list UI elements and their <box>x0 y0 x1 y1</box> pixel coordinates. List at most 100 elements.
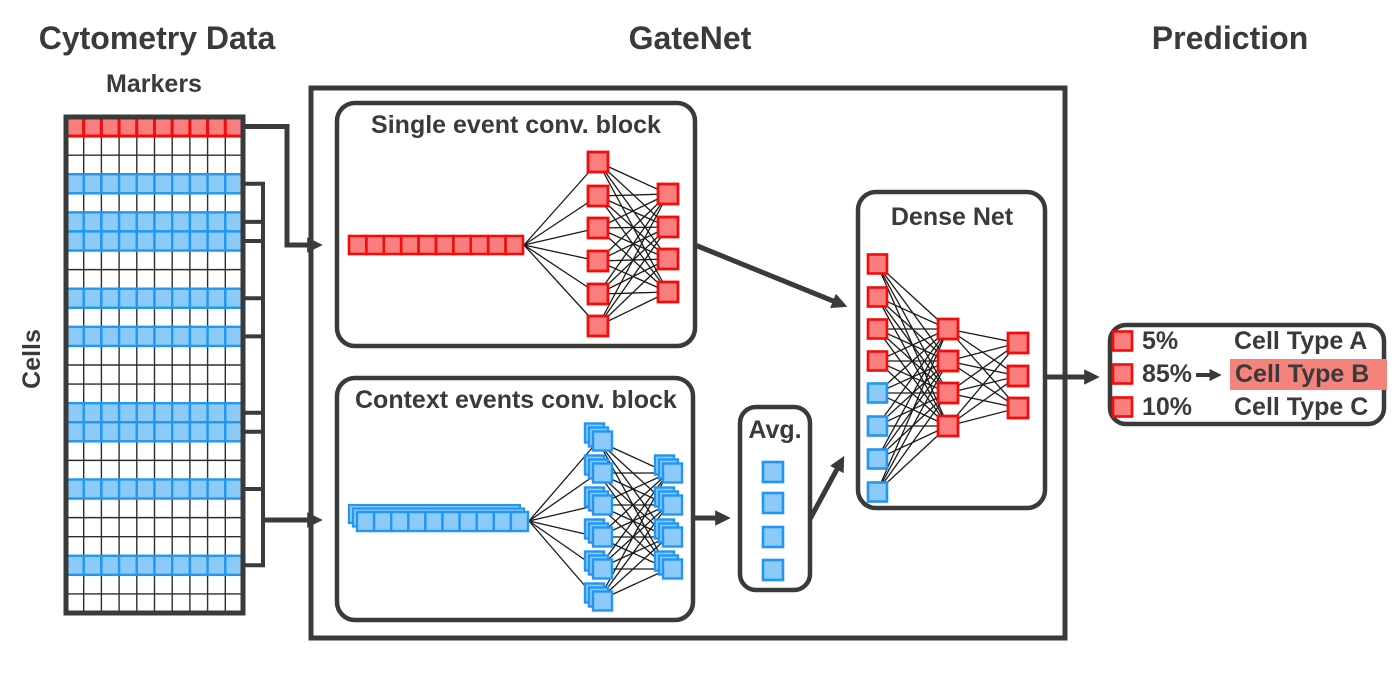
single-input-cell <box>434 234 455 256</box>
context-event-row-cell <box>100 325 121 348</box>
prediction-title: Prediction <box>1151 20 1309 56</box>
context-event-row-cell <box>64 211 85 233</box>
context-event-row-cell <box>135 478 156 500</box>
context-event-row-cell <box>224 230 245 252</box>
context-event-row-cell <box>206 325 227 348</box>
single-input-cell <box>486 234 507 256</box>
context-event-row-cell <box>64 554 85 577</box>
context-event-row-cell <box>117 401 138 424</box>
single-input-cell <box>504 234 525 256</box>
context-event-row-cell <box>100 287 121 309</box>
conn-line <box>876 328 949 427</box>
context-event-row-cell <box>170 325 192 348</box>
selected-event-row-cell <box>153 115 174 138</box>
context-event-row-cell <box>170 554 192 577</box>
gatenet-title: GateNet <box>628 20 752 56</box>
dense-hidden-unit <box>936 414 960 438</box>
single-output-unit <box>656 280 680 304</box>
context-event-row-cell <box>170 173 192 195</box>
prediction-swatch <box>1111 396 1134 418</box>
dense-output-unit <box>1006 396 1030 420</box>
context-event-row-cell <box>82 554 103 577</box>
matrix-border <box>63 114 246 616</box>
prediction-label-c: Cell Type C <box>1234 393 1369 421</box>
context-event-row-cell <box>153 421 174 443</box>
context-input-cell <box>390 510 410 533</box>
selected-event-row-cell <box>82 115 103 138</box>
context-event-row-cell <box>188 421 209 443</box>
context-input-cell <box>372 510 393 533</box>
context-hidden-unit <box>591 430 614 452</box>
dense-output-unit <box>1006 364 1030 388</box>
context-event-row-cell <box>170 211 192 233</box>
context-event-row-cell <box>135 421 156 443</box>
conn-line <box>876 328 949 394</box>
context-hidden-unit <box>591 526 614 548</box>
context-output-unit <box>661 494 684 516</box>
context-input-cell <box>475 510 496 533</box>
conn-line <box>947 375 1019 427</box>
prediction-prob-b: 85% <box>1142 360 1193 388</box>
context-event-row-cell <box>117 287 138 309</box>
prediction-label-a: Cell Type A <box>1234 327 1368 355</box>
single-input-cell <box>382 234 403 256</box>
context-event-row-cell <box>117 325 138 348</box>
context-event-row-cell <box>153 211 174 233</box>
context-event-row-cell <box>206 554 227 577</box>
context-event-row-cell <box>117 230 138 252</box>
context-event-row-cell <box>188 287 209 309</box>
conn-line <box>523 244 599 262</box>
dense-hidden-unit <box>936 317 960 341</box>
context-event-row-cell <box>82 230 103 252</box>
context-event-row-cell <box>206 211 227 233</box>
dense-net-title: Dense Net <box>890 203 1014 231</box>
dense-output-unit <box>1006 331 1030 355</box>
conn-line <box>597 193 669 197</box>
context-event-row-cell <box>188 173 209 195</box>
conn-line <box>876 328 949 460</box>
markers-axis-label: Markers <box>106 70 202 98</box>
context-event-row-cell <box>82 211 103 233</box>
context-event-row-cell <box>153 401 174 424</box>
conn-line <box>876 328 949 493</box>
context-event-row-cell <box>153 173 174 195</box>
context-event-row-cell <box>82 325 103 348</box>
context-event-row-cell <box>117 173 138 195</box>
dense-input-unit-red <box>866 350 889 372</box>
context-event-row-cell <box>153 478 174 500</box>
context-output-unit <box>661 558 684 580</box>
conn-line <box>523 244 599 295</box>
prediction-prob-a: 5% <box>1142 327 1179 355</box>
dense-hidden-unit <box>936 349 960 373</box>
context-event-row-cell <box>64 325 85 348</box>
context-event-row-cell <box>82 401 103 424</box>
context-event-row-cell <box>82 478 103 500</box>
context-event-row-cell <box>64 230 85 252</box>
single-input-cell <box>417 234 438 256</box>
context-event-row-cell <box>135 554 156 577</box>
context-event-row-cell <box>206 287 227 309</box>
cytometry-data-title: Cytometry Data <box>38 20 276 56</box>
context-event-row-cell <box>170 230 192 252</box>
conn-line <box>947 328 1019 344</box>
context-event-row-cell <box>224 211 245 233</box>
context-event-row-cell <box>100 230 121 252</box>
context-event-row-cell <box>153 287 174 309</box>
context-event-row-cell <box>135 211 156 233</box>
conn-line <box>947 342 1019 394</box>
selected-event-row-cell <box>223 115 245 138</box>
single-to-dense-arrow <box>694 242 848 309</box>
context-input-cell <box>355 510 376 533</box>
context-input-cell <box>424 510 444 533</box>
context-output-unit <box>661 526 684 548</box>
dense-input-unit-red <box>866 253 889 275</box>
selected-event-row-cell <box>188 115 210 138</box>
avg-title: Avg. <box>748 416 802 444</box>
context-event-row-cell <box>188 325 209 348</box>
selected-event-row-cell <box>64 115 86 138</box>
context-event-row-cell <box>64 287 85 309</box>
context-event-row-cell <box>100 421 121 443</box>
context-event-row-cell <box>188 401 209 424</box>
single-input-cell <box>399 234 420 256</box>
context-event-row-cell <box>188 554 209 577</box>
